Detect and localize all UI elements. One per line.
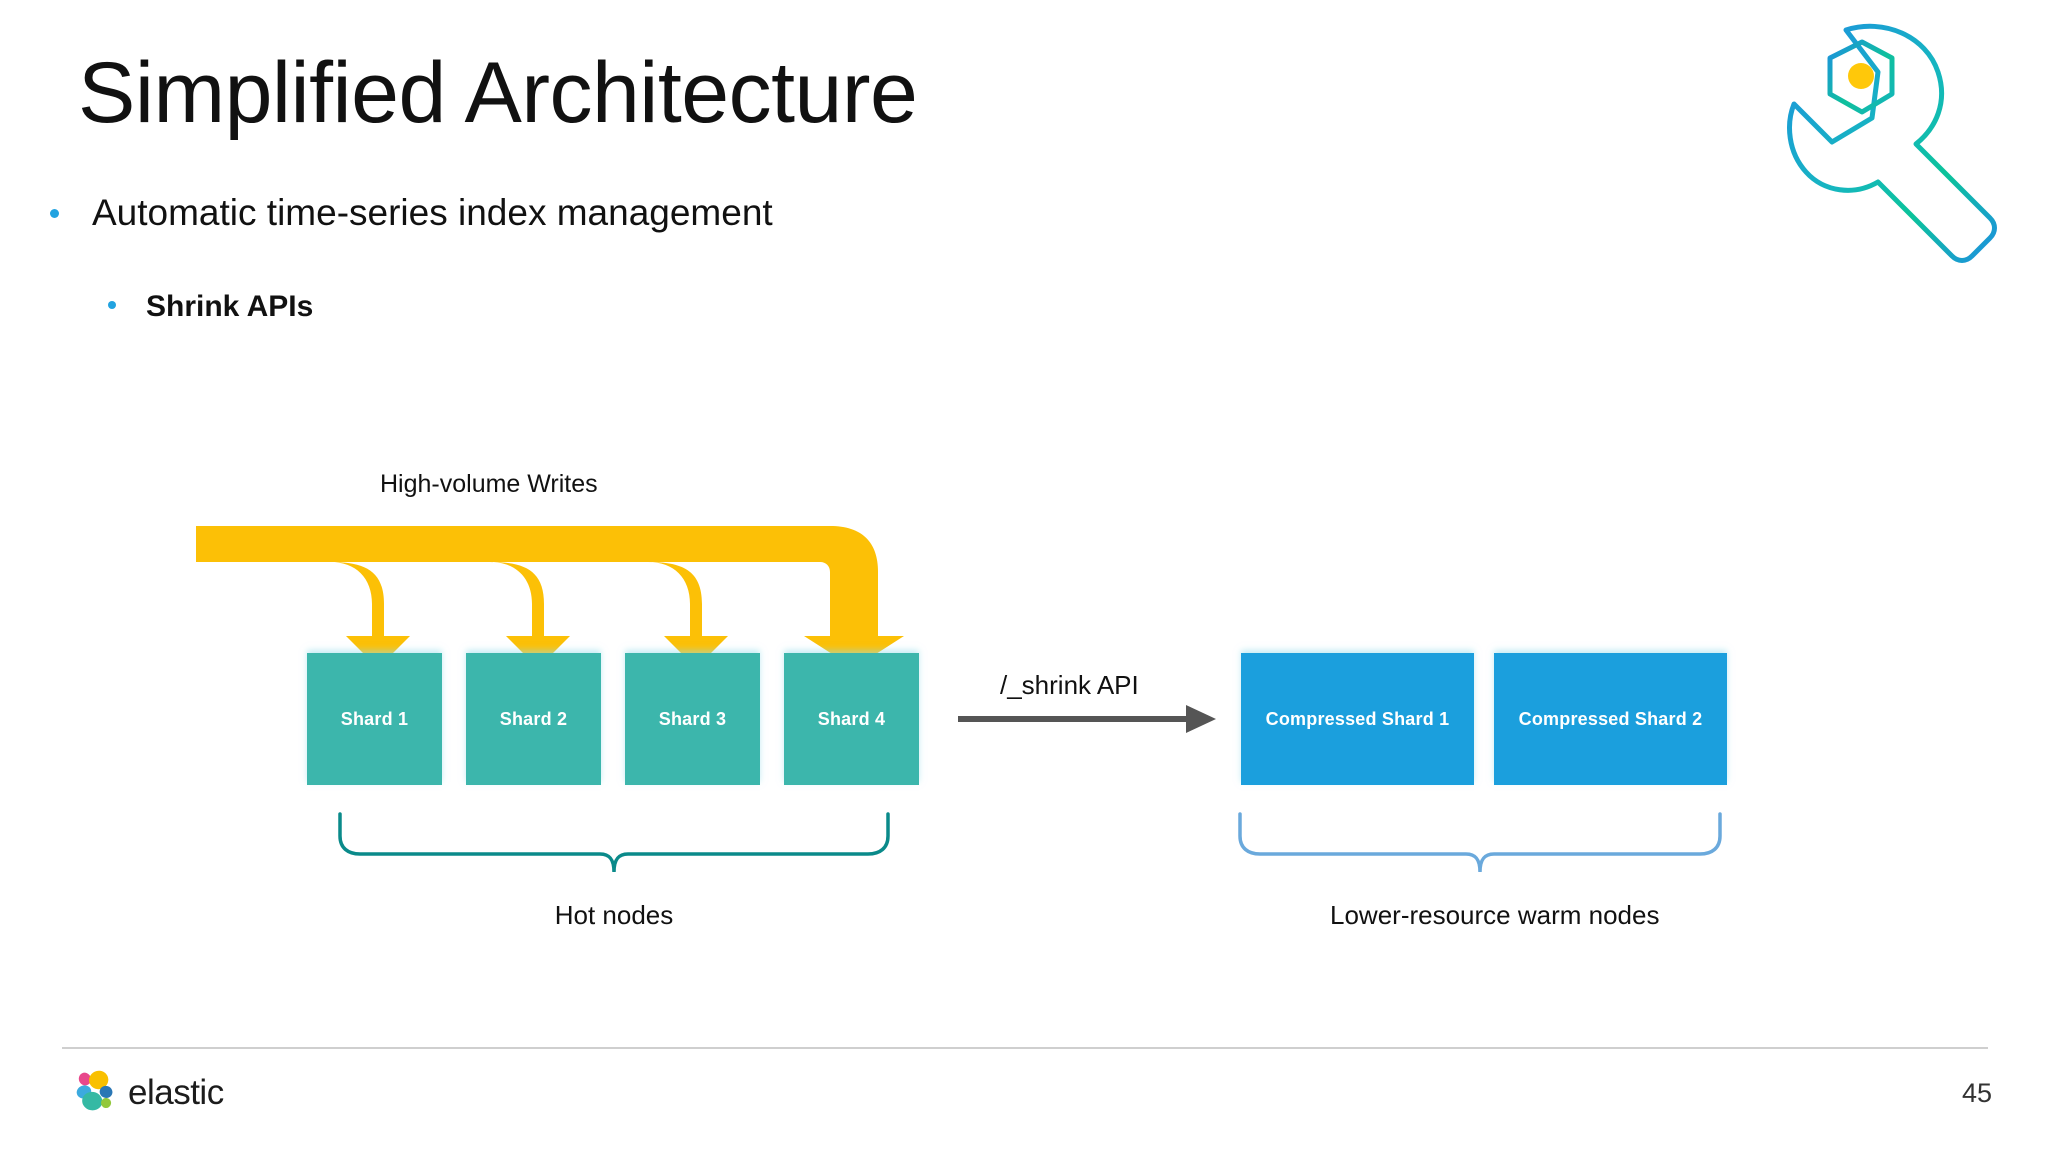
- shard-box[interactable]: Shard 1: [307, 653, 442, 785]
- bullet-label: Shrink APIs: [146, 290, 314, 323]
- elastic-wordmark: elastic: [128, 1073, 224, 1112]
- wrench-nut-center-icon: [1848, 63, 1874, 89]
- shard-box[interactable]: Shard 3: [625, 653, 760, 785]
- compressed-shard-label: Compressed Shard 2: [1518, 708, 1703, 729]
- shard-box[interactable]: Shard 4: [784, 653, 919, 785]
- shard-label: Shard 2: [499, 708, 568, 729]
- compressed-shard-box[interactable]: Compressed Shard 1: [1241, 653, 1474, 785]
- bullet-item-level2: Shrink APIs: [108, 290, 313, 324]
- shard-label: Shard 1: [340, 708, 409, 729]
- high-volume-writes-label: High-volume Writes: [380, 470, 598, 498]
- compressed-shard-box[interactable]: Compressed Shard 2: [1494, 653, 1727, 785]
- compressed-shard-label: Compressed Shard 1: [1265, 708, 1450, 729]
- footer-divider: [62, 1047, 1988, 1049]
- page-title: Simplified Architecture: [78, 45, 918, 141]
- shrink-api-label: /_shrink API: [1000, 670, 1139, 700]
- hot-nodes-label: Hot nodes: [554, 900, 674, 930]
- shard-label: Shard 3: [658, 708, 727, 729]
- shard-box[interactable]: Shard 2: [466, 653, 601, 785]
- elastic-logo-icon: [76, 1070, 113, 1111]
- page-number: 45: [1961, 1078, 1992, 1108]
- bullet-dot-icon: [50, 209, 59, 218]
- warm-nodes-label: Lower-resource warm nodes: [1330, 900, 1660, 930]
- wrench-icon: [1787, 23, 1997, 263]
- bullet-label: Automatic time-series index management: [92, 192, 773, 233]
- bullet-item-level1: Automatic time-series index management: [50, 192, 773, 234]
- bullet-dot-icon: [108, 301, 116, 309]
- shard-label: Shard 4: [817, 708, 886, 729]
